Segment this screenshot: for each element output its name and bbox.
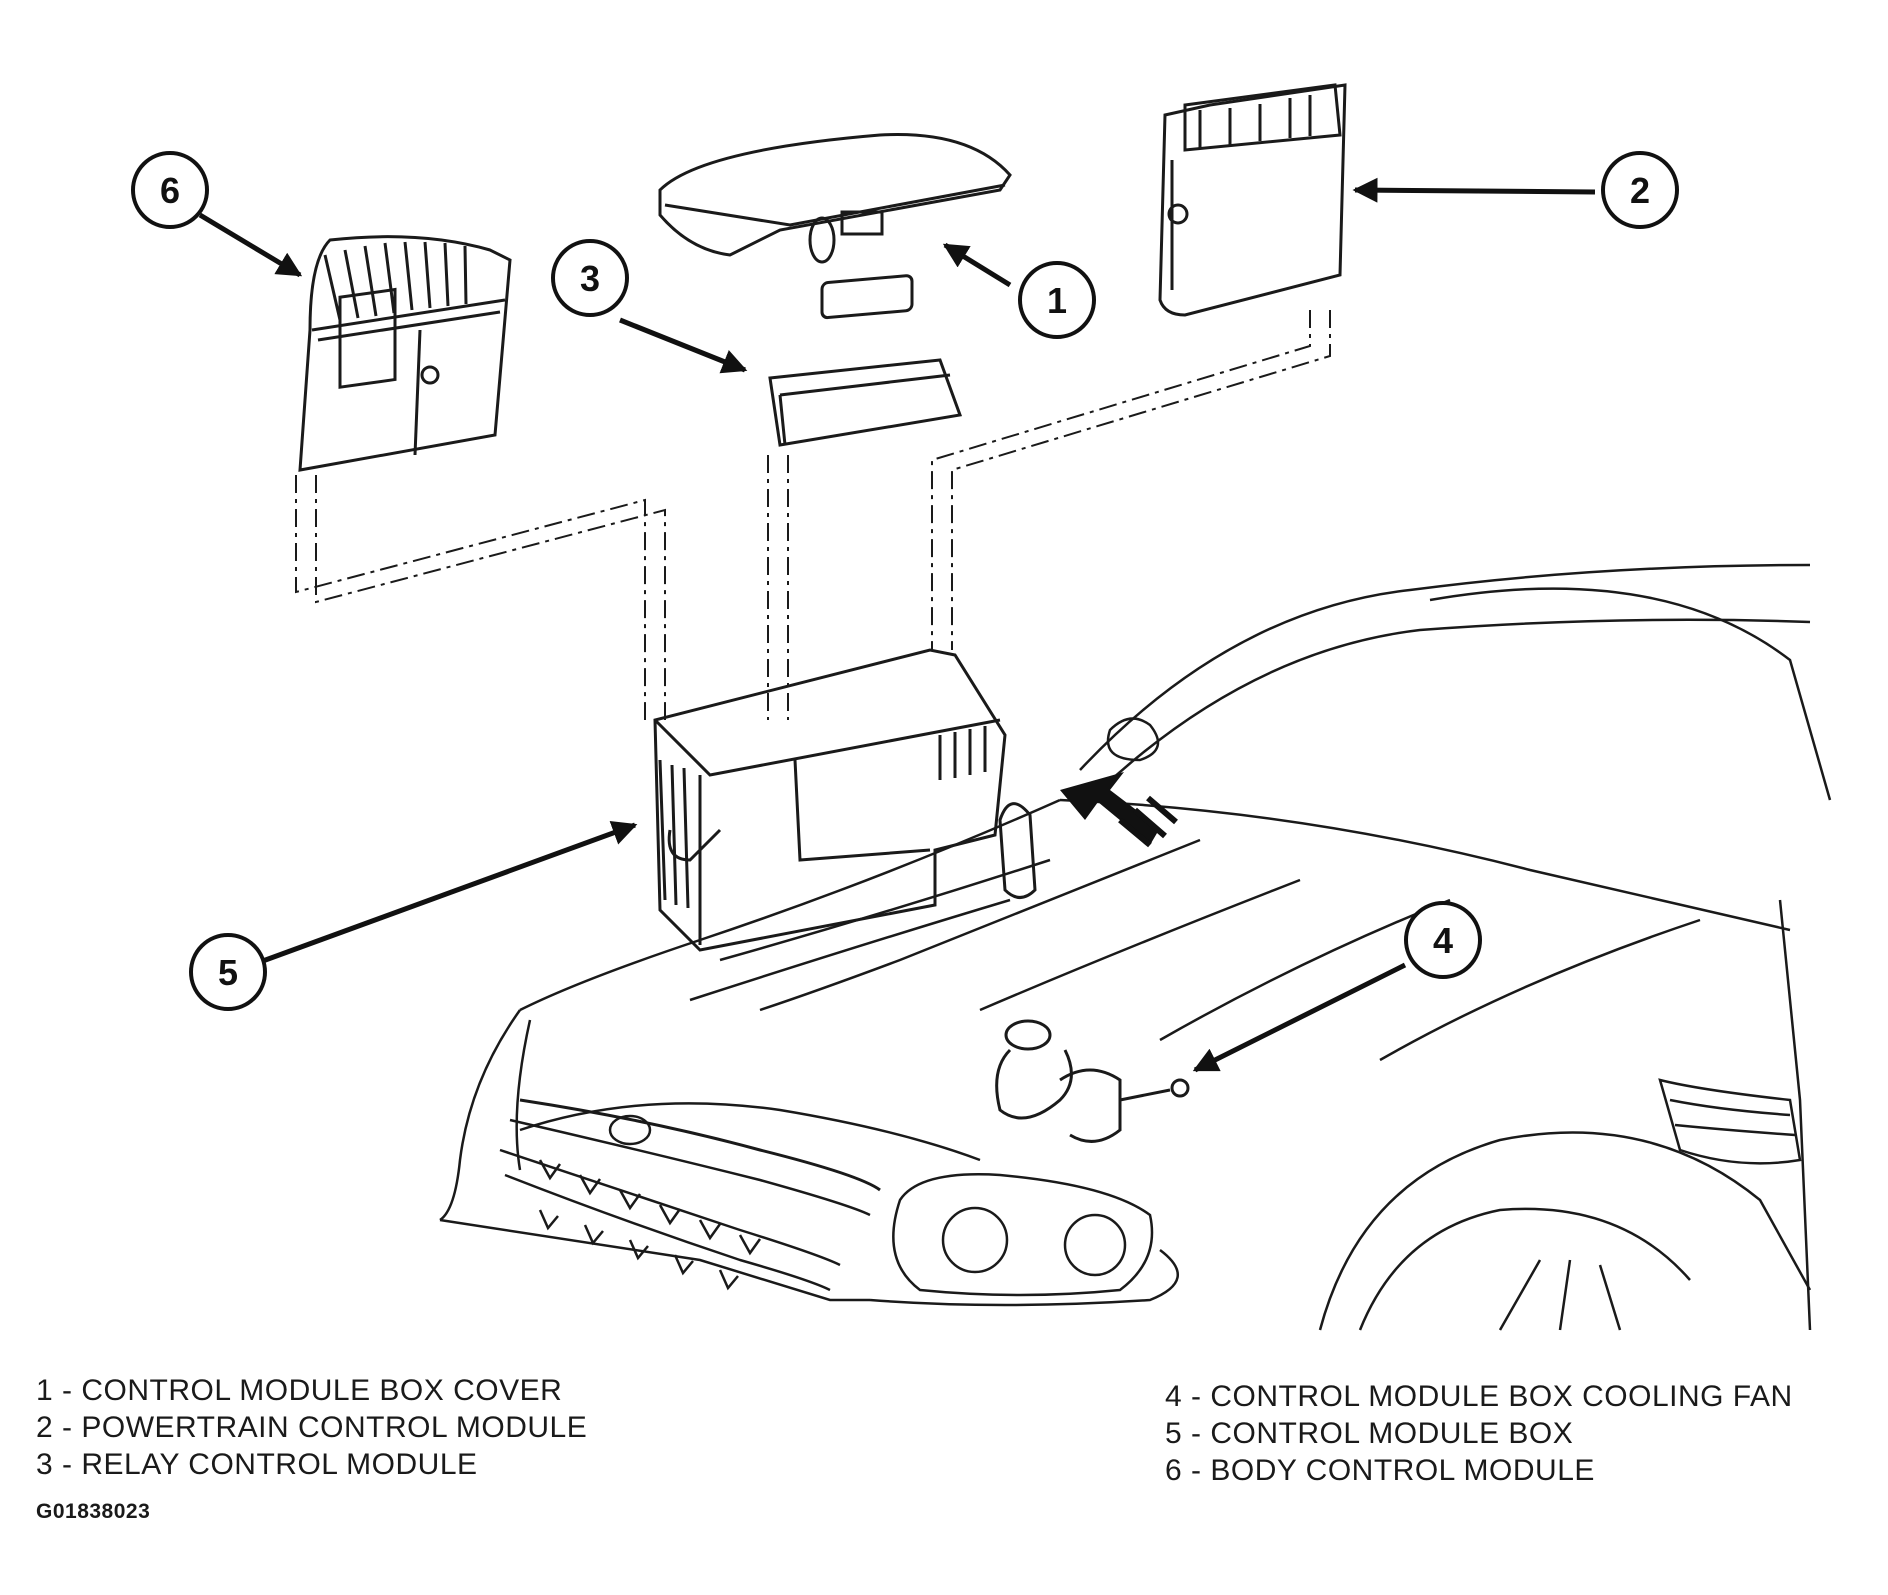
svg-text:5: 5 [218, 952, 238, 993]
exploded-view-diagram: 1 2 3 4 5 6 [131, 83, 1832, 1331]
callout-4: 4 [1404, 901, 1482, 979]
powertrain-control-module-drawing [1158, 83, 1347, 317]
vehicle-front-outline [439, 563, 1832, 1331]
control-module-box-cover-drawing [658, 133, 1012, 264]
callout-arrows [198, 177, 1596, 1073]
assembly-guide-lines [295, 310, 1331, 720]
legend-item-3: 3 - RELAY CONTROL MODULE [36, 1448, 478, 1481]
relay-control-module-drawing [768, 274, 963, 447]
legend-item-5: 5 - CONTROL MODULE BOX [1165, 1417, 1574, 1450]
svg-text:4: 4 [1433, 920, 1453, 961]
cooling-fan-drawing [995, 1019, 1190, 1143]
control-module-box-drawing [653, 648, 1037, 952]
legend-item-4: 4 - CONTROL MODULE BOX COOLING FAN [1165, 1380, 1793, 1413]
callout-2: 2 [1601, 151, 1679, 229]
figure-id: G01838023 [36, 1500, 151, 1523]
svg-text:2: 2 [1630, 170, 1650, 211]
body-control-module-drawing [298, 235, 512, 472]
legend-left-column: 1 - CONTROL MODULE BOX COVER 2 - POWERTR… [36, 1372, 587, 1483]
svg-text:6: 6 [160, 170, 180, 211]
legend-item-1: 1 - CONTROL MODULE BOX COVER [36, 1374, 563, 1407]
legend-item-2: 2 - POWERTRAIN CONTROL MODULE [36, 1411, 588, 1444]
callout-3: 3 [551, 239, 629, 317]
callout-5: 5 [189, 933, 267, 1011]
legend-right-column: 4 - CONTROL MODULE BOX COOLING FAN 5 - C… [1165, 1378, 1793, 1489]
legend-item-6: 6 - BODY CONTROL MODULE [1165, 1454, 1595, 1487]
callout-1: 1 [1018, 261, 1096, 339]
install-direction-arrow [1060, 772, 1178, 848]
callout-6: 6 [131, 151, 209, 229]
svg-text:3: 3 [580, 258, 600, 299]
svg-text:1: 1 [1047, 280, 1067, 321]
